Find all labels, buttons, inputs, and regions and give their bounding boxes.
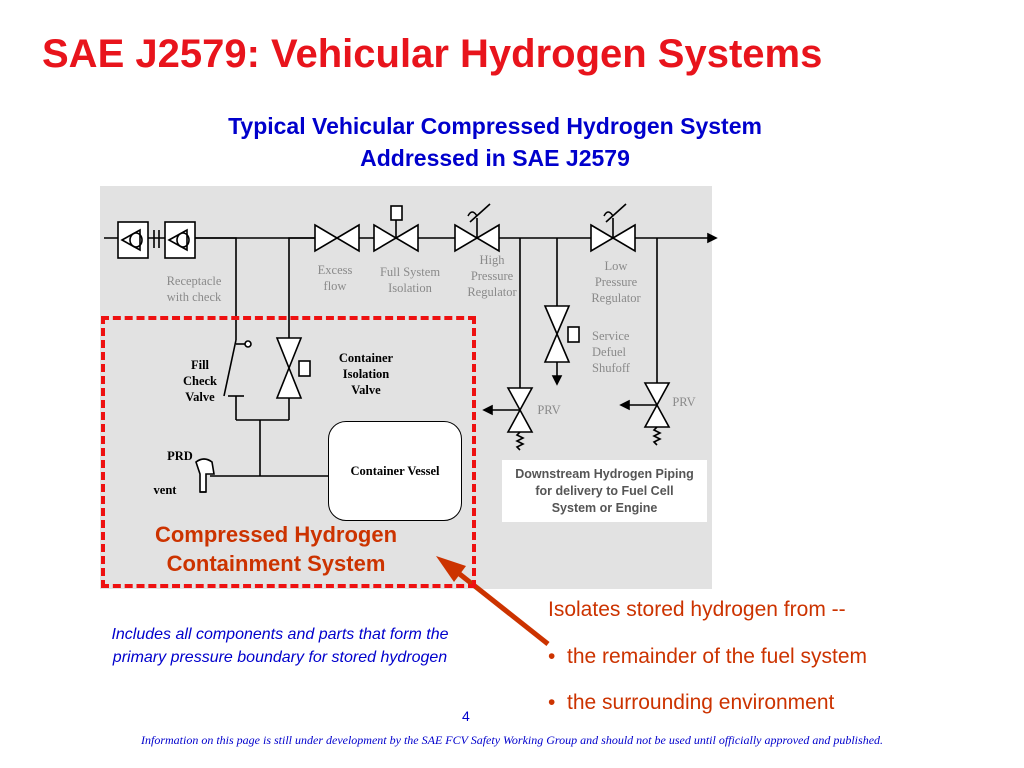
- receptacle-label: Receptacle with check: [150, 273, 238, 305]
- prv2-arrowhead: [619, 399, 630, 411]
- downstream-label-3: System or Engine: [551, 500, 658, 515]
- containment-label-2: Containment System: [166, 551, 386, 576]
- lp-regulator-label-2: Pressure: [594, 275, 638, 289]
- prv2-spring: [652, 426, 662, 446]
- defuel-valve: [543, 305, 571, 363]
- service-defuel-label-2: Defuel: [592, 345, 627, 359]
- hp-regulator-dome: [467, 211, 478, 217]
- downstream-label-1: Downstream Hydrogen Piping: [515, 466, 694, 481]
- downstream-label-2: for delivery to Fuel Cell: [535, 483, 674, 498]
- defuel-arrowhead: [551, 375, 563, 386]
- fill-check-seat: [223, 339, 237, 397]
- pointer-arrow-head: [436, 556, 466, 582]
- bullet-text-2: the surrounding environment: [567, 691, 835, 714]
- defuel-actuator: [567, 326, 580, 343]
- bullet-text-1: the remainder of the fuel system: [567, 645, 868, 668]
- prv1-label: PRV: [537, 403, 561, 417]
- containment-boundary: [101, 316, 476, 588]
- full-isolation-actuator: [390, 205, 403, 221]
- subtitle-line-2: Addressed in SAE J2579: [360, 145, 630, 171]
- containment-label-1: Compressed Hydrogen: [154, 522, 398, 547]
- container-isolation-label: Container Isolation Valve: [326, 350, 406, 398]
- service-defuel-label-3: Shufoff: [592, 361, 630, 375]
- isolates-heading: Isolates stored hydrogen from --: [548, 598, 846, 621]
- prd-label: PRD: [167, 449, 193, 463]
- prv1-spring: [515, 431, 525, 451]
- slide-title: SAE J2579: Vehicular Hydrogen Systems: [42, 32, 823, 76]
- receptacle-label-1: Receptacle: [166, 274, 222, 288]
- page-number: 4: [462, 708, 470, 724]
- hp-regulator-label: High Pressure Regulator: [452, 252, 532, 300]
- receptacle-ball-1: [129, 232, 143, 248]
- containment-label: Compressed Hydrogen Containment System: [116, 520, 436, 578]
- lp-regulator-label: Low Pressure Regulator: [577, 258, 655, 306]
- footer-disclaimer: Information on this page is still under …: [140, 733, 884, 747]
- container-isolation-label-3: Valve: [351, 383, 381, 397]
- excess-flow-label-1: Excess: [317, 263, 353, 277]
- vent-label: vent: [153, 483, 177, 497]
- container-vessel: Container Vessel: [328, 421, 462, 521]
- slide-subtitle: Typical Vehicular Compressed Hydrogen Sy…: [140, 110, 850, 174]
- subtitle-line-1: Typical Vehicular Compressed Hydrogen Sy…: [228, 113, 762, 139]
- hp-regulator-spring: [469, 203, 491, 223]
- service-defuel-label: Service Defuel Shufoff: [578, 328, 666, 376]
- receptacle-box-2: [164, 221, 196, 259]
- excess-flow-valve: [314, 223, 360, 253]
- fill-check-label: Fill Check Valve: [172, 357, 228, 405]
- pointer-arrow-shaft: [450, 566, 550, 646]
- container-isolation-label-1: Container: [338, 351, 394, 365]
- lp-regulator-dome: [603, 211, 614, 217]
- fill-check-pivot: [244, 340, 252, 348]
- downstream-piping-box: Downstream Hydrogen Piping for delivery …: [502, 460, 707, 522]
- hp-regulator-label-1: High: [479, 253, 505, 267]
- excess-flow-label-2: flow: [323, 279, 347, 293]
- lp-regulator-label-3: Regulator: [591, 291, 641, 305]
- service-defuel-label-1: Service: [592, 329, 630, 343]
- prv2-label: PRV: [672, 395, 696, 409]
- civ-actuator: [298, 360, 311, 377]
- full-isolation-label-1: Full System: [379, 265, 441, 279]
- fill-check-label-2: Check: [182, 374, 218, 388]
- bullet-item: • the surrounding environment: [548, 691, 835, 714]
- excess-flow-label: Excess flow: [305, 262, 365, 294]
- primary-boundary-note: Includes all components and parts that f…: [111, 626, 449, 666]
- container-isolation-label-2: Isolation: [342, 367, 390, 381]
- bullet-item: • the remainder of the fuel system: [548, 645, 868, 668]
- lp-regulator-spring: [605, 203, 627, 223]
- prv1-arrowhead: [482, 404, 493, 416]
- fill-check-label-3: Valve: [185, 390, 215, 404]
- fill-check-label-1: Fill: [190, 358, 210, 372]
- full-isolation-label-2: Isolation: [388, 281, 432, 295]
- receptacle-label-2: with check: [166, 290, 222, 304]
- fill-line: [195, 237, 237, 340]
- hp-regulator-label-3: Regulator: [467, 285, 517, 299]
- lp-regulator-label-1: Low: [604, 259, 628, 273]
- flow-arrowhead: [707, 232, 718, 244]
- full-isolation-label: Full System Isolation: [366, 264, 454, 296]
- hp-regulator-label-2: Pressure: [470, 269, 514, 283]
- receptacle-ball-2: [176, 232, 190, 248]
- container-vessel-label: Container Vessel: [350, 463, 440, 478]
